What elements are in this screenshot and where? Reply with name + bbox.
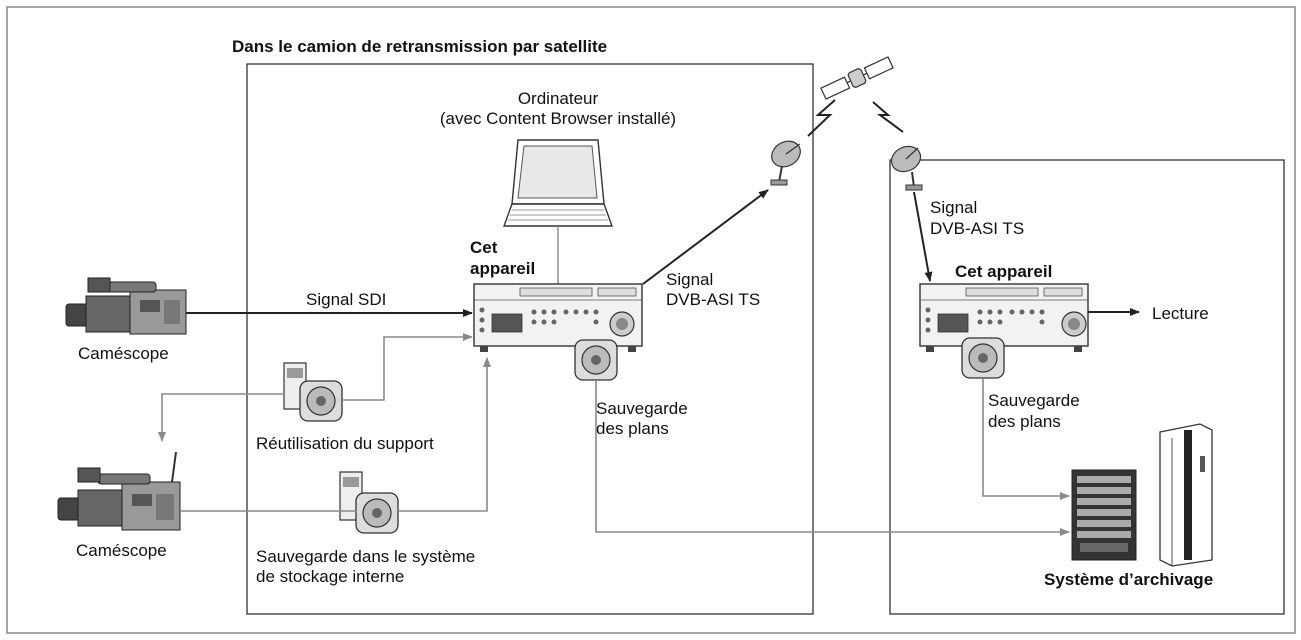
- backup-right-to-archive-arrow: [982, 378, 1070, 500]
- internal-storage-label-line2: de stockage interne: [256, 567, 405, 586]
- camcorder-top-label: Caméscope: [78, 344, 169, 363]
- internal-storage-disc-icon: [339, 471, 399, 534]
- laptop-icon: [503, 139, 613, 227]
- backup-right-label-line1: Sauvegarde: [988, 391, 1080, 410]
- deck-left-icon: [473, 283, 643, 352]
- playback-label: Lecture: [1152, 304, 1209, 323]
- backup-left-to-archive-arrow: [595, 380, 1070, 536]
- truck-box: [246, 63, 814, 615]
- camcorder-top-icon: [65, 277, 187, 335]
- downlink-bolt: [872, 101, 904, 133]
- media-reuse-label: Réutilisation du support: [256, 434, 434, 453]
- station-box: [889, 159, 1285, 615]
- device-right-label: Cet appareil: [955, 262, 1053, 281]
- computer-label-line2: (avec Content Browser installé): [439, 109, 677, 128]
- media-reuse-disc-icon: [283, 362, 343, 422]
- satellite-dish-right-icon: [890, 145, 923, 191]
- signal-dvb-right-line2: DVB-ASI TS: [930, 219, 1025, 238]
- uplink-bolt: [807, 99, 836, 137]
- deck-right-icon: [919, 283, 1089, 352]
- backup-right-label-line2: des plans: [988, 412, 1061, 431]
- storage-to-deck-arrow: [398, 357, 491, 512]
- disc-right-icon: [961, 337, 1005, 379]
- signal-dvb-left-line1: Signal: [666, 270, 714, 289]
- backup-left-label-line1: Sauvegarde: [596, 399, 688, 418]
- outer-frame: [6, 6, 1296, 634]
- disc-left-icon: [574, 339, 618, 381]
- internal-storage-label-line1: Sauvegarde dans le système: [256, 547, 476, 566]
- signal-dvb-right-line1: Signal: [930, 198, 978, 217]
- camcorder-bottom-icon: [57, 451, 181, 531]
- device-left-label-line2: appareil: [470, 259, 536, 278]
- archive-cabinet-icon: [1159, 423, 1213, 567]
- signal-dvb-left-line2: DVB-ASI TS: [666, 290, 761, 309]
- signal-sdi-label: Signal SDI: [306, 290, 387, 309]
- downlink-arrow: [913, 191, 933, 282]
- reuse-to-camcorder-arrow: [158, 393, 285, 442]
- truck-title: Dans le camion de retransmission par sat…: [232, 37, 608, 56]
- satellite-dish-left-icon: [770, 140, 801, 186]
- uplink-arrow: [642, 189, 769, 285]
- archive-library-icon: [1071, 469, 1137, 561]
- satellite-icon: [820, 56, 894, 100]
- reuse-to-deck-arrow: [343, 333, 473, 401]
- device-left-label-line1: Cet: [470, 238, 498, 257]
- computer-label-line1: Ordinateur: [517, 89, 599, 108]
- backup-left-label-line2: des plans: [596, 419, 669, 438]
- archive-label: Système d’archivage: [1044, 570, 1214, 589]
- camcorder-bottom-label: Caméscope: [76, 541, 167, 560]
